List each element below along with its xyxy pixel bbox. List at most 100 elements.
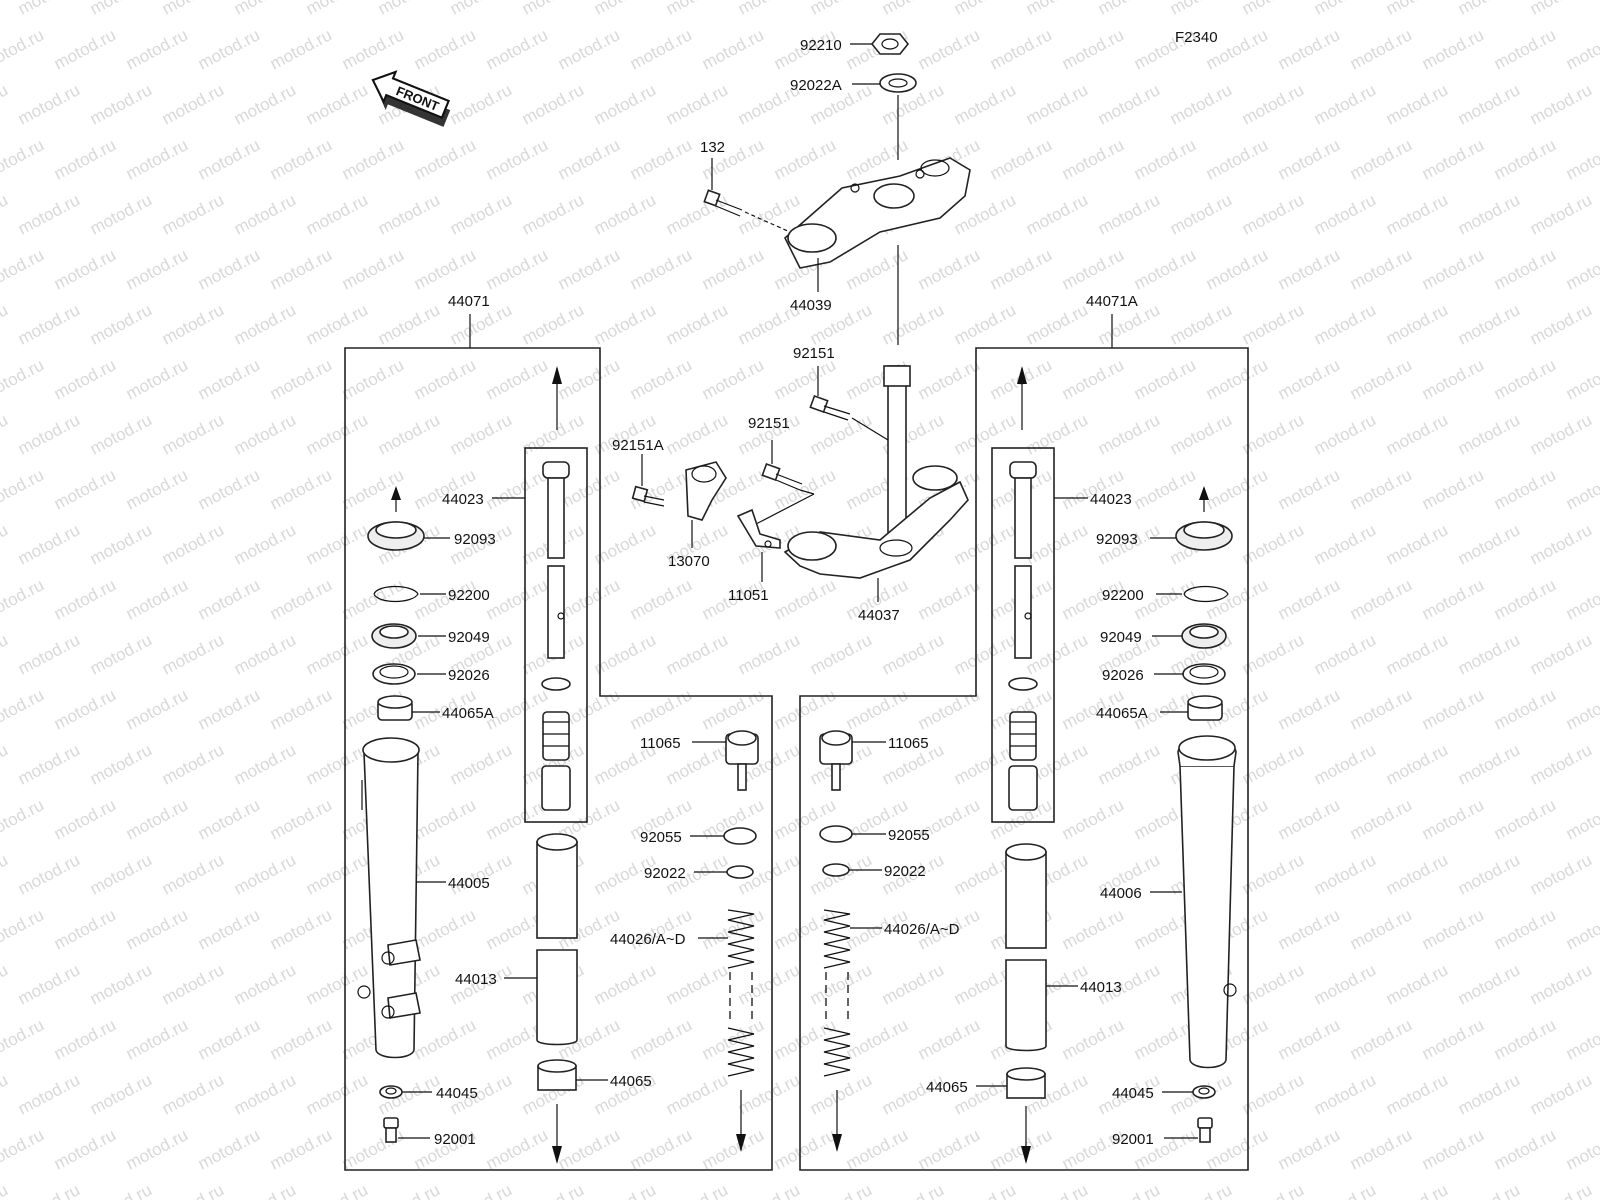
watermark-text: motod.ru [915, 355, 983, 403]
watermark-text: motod.ru [699, 685, 767, 733]
watermark-text: motod.ru [0, 960, 11, 1008]
watermark-text: motod.ru [699, 25, 767, 73]
bushing-44065A-right [1187, 695, 1223, 721]
watermark-text: motod.ru [627, 1015, 695, 1063]
watermark-text: motod.ru [1167, 190, 1235, 238]
watermark-text: motod.ru [1275, 685, 1343, 733]
part-label-92151-b: 92151 [748, 415, 790, 432]
watermark-text: motod.ru [15, 520, 83, 568]
watermark-text: motod.ru [231, 1180, 299, 1200]
cap-bolt-11065-right [819, 730, 853, 791]
nut-92210 [870, 33, 910, 55]
watermark-text: motod.ru [1095, 0, 1163, 19]
watermark-text: motod.ru [159, 1070, 227, 1118]
watermark-text: motod.ru [555, 1125, 623, 1173]
watermark-text: motod.ru [195, 905, 263, 953]
part-label-92026-left: 92026 [448, 667, 490, 684]
spring-44026-left [727, 909, 755, 1077]
watermark-text: motod.ru [771, 355, 839, 403]
watermark-text: motod.ru [1527, 0, 1595, 19]
watermark-text: motod.ru [591, 300, 659, 348]
watermark-text: motod.ru [1239, 520, 1307, 568]
watermark-text: motod.ru [1275, 465, 1343, 513]
washer-92026-right [1182, 663, 1226, 685]
watermark-text: motod.ru [159, 740, 227, 788]
watermark-text: motod.ru [591, 630, 659, 678]
watermark-text: motod.ru [447, 190, 515, 238]
watermark-text: motod.ru [87, 1180, 155, 1200]
bushing-44065-right [1006, 1067, 1046, 1099]
watermark-text: motod.ru [1095, 190, 1163, 238]
watermark-text: motod.ru [663, 190, 731, 238]
watermark-text: motod.ru [1419, 245, 1487, 293]
watermark-text: motod.ru [1095, 1180, 1163, 1200]
damper-rod-right [1008, 461, 1038, 811]
watermark-text: motod.ru [447, 410, 515, 458]
bushing-44065A-left [377, 695, 413, 721]
part-label-44065-right: 44065 [926, 1079, 968, 1096]
watermark-text: motod.ru [15, 0, 83, 19]
watermark-text: motod.ru [1347, 1125, 1415, 1173]
watermark-text: motod.ru [267, 795, 335, 843]
watermark-text: motod.ru [555, 575, 623, 623]
watermark-text: motod.ru [15, 960, 83, 1008]
watermark-text: motod.ru [735, 1180, 803, 1200]
watermark-text: motod.ru [1275, 1125, 1343, 1173]
watermark-text: motod.ru [1383, 300, 1451, 348]
watermark-text: motod.ru [195, 685, 263, 733]
watermark-text: motod.ru [627, 1125, 695, 1173]
watermark-text: motod.ru [231, 300, 299, 348]
watermark-text: motod.ru [267, 1125, 335, 1173]
watermark-text: motod.ru [375, 0, 443, 19]
watermark-text: motod.ru [1455, 850, 1523, 898]
watermark-text: motod.ru [15, 410, 83, 458]
watermark-text: motod.ru [915, 575, 983, 623]
watermark-text: motod.ru [519, 300, 587, 348]
part-label-92049-left: 92049 [448, 629, 490, 646]
watermark-text: motod.ru [1455, 1180, 1523, 1200]
watermark-text: motod.ru [1059, 355, 1127, 403]
watermark-text: motod.ru [0, 1180, 11, 1200]
watermark-text: motod.ru [519, 190, 587, 238]
front-arrow-icon: FRONT [371, 70, 451, 127]
watermark-text: motod.ru [1527, 630, 1595, 678]
watermark-text: motod.ru [663, 1070, 731, 1118]
watermark-text: motod.ru [447, 740, 515, 788]
watermark-text: motod.ru [951, 410, 1019, 458]
watermark-text: motod.ru [807, 0, 875, 19]
watermark-text: motod.ru [303, 410, 371, 458]
watermark-text: motod.ru [1491, 1125, 1559, 1173]
watermark-text: motod.ru [1275, 575, 1343, 623]
watermark-text: motod.ru [303, 960, 371, 1008]
watermark-text: motod.ru [1527, 1180, 1595, 1200]
watermark-text: motod.ru [303, 190, 371, 238]
watermark-text: motod.ru [1563, 575, 1600, 623]
watermark-text: motod.ru [663, 630, 731, 678]
watermark-text: motod.ru [519, 1180, 587, 1200]
watermark-text: motod.ru [1563, 1015, 1600, 1063]
watermark-text: motod.ru [1491, 135, 1559, 183]
watermark-text: motod.ru [1491, 575, 1559, 623]
watermark-text: motod.ru [0, 135, 47, 183]
washer-92022A [879, 73, 917, 93]
watermark-text: motod.ru [987, 25, 1055, 73]
watermark-text: motod.ru [807, 630, 875, 678]
watermark-text: motod.ru [1419, 465, 1487, 513]
watermark-text: motod.ru [159, 850, 227, 898]
watermark-text: motod.ru [159, 960, 227, 1008]
watermark-text: motod.ru [1275, 905, 1343, 953]
watermark-text: motod.ru [951, 630, 1019, 678]
watermark-text: motod.ru [1059, 25, 1127, 73]
watermark-text: motod.ru [1527, 300, 1595, 348]
watermark-text: motod.ru [231, 410, 299, 458]
watermark-text: motod.ru [1347, 355, 1415, 403]
watermark-text: motod.ru [1491, 685, 1559, 733]
watermark-text: motod.ru [195, 135, 263, 183]
bolt-92151-upper [809, 394, 851, 421]
part-label-44071A: 44071A [1086, 293, 1138, 310]
watermark-text: motod.ru [591, 1180, 659, 1200]
watermark-text: motod.ru [411, 135, 479, 183]
watermark-text: motod.ru [159, 0, 227, 19]
watermark-text: motod.ru [123, 575, 191, 623]
watermark-text: motod.ru [123, 25, 191, 73]
